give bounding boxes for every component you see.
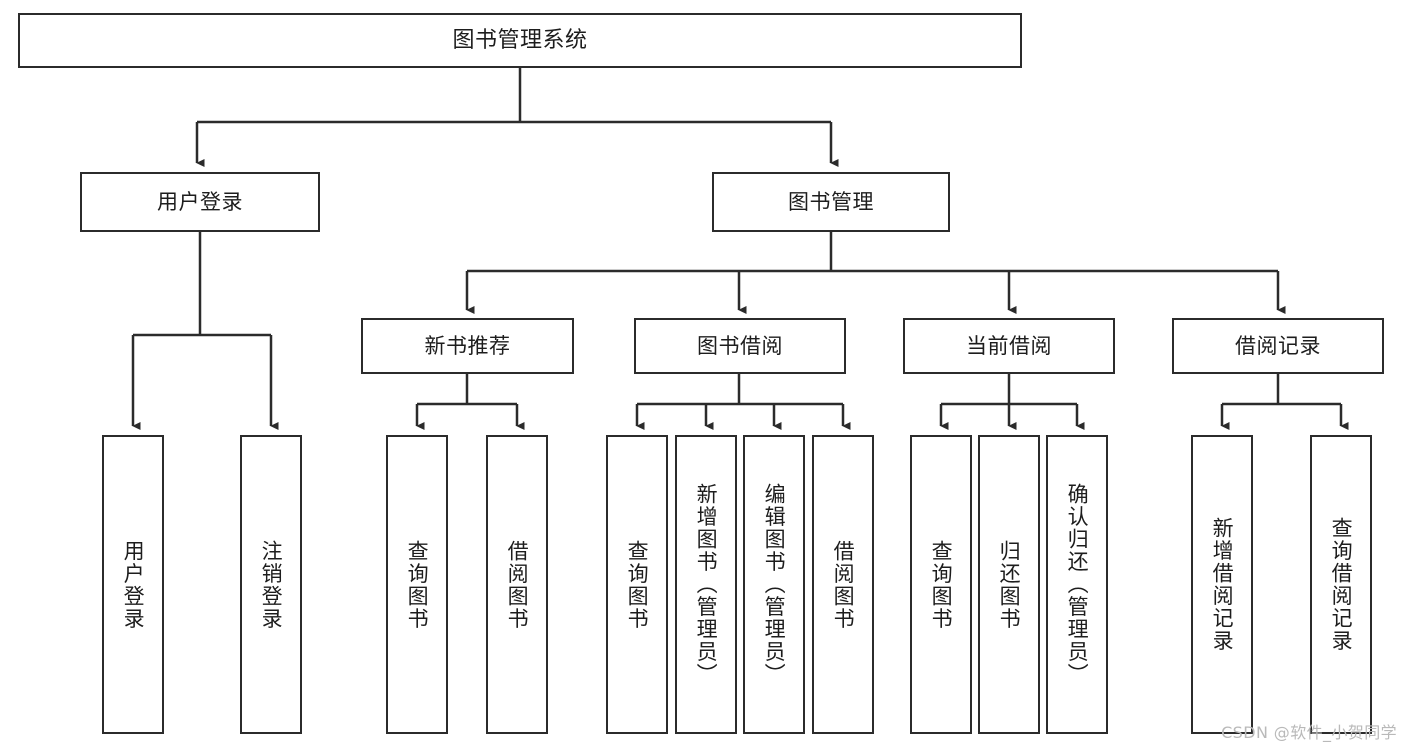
leaf-query-record[interactable]: 查询借阅记录 [1310, 435, 1372, 734]
node-label: 图书管理 [788, 189, 874, 214]
node-root-system[interactable]: 图书管理系统 [18, 13, 1022, 68]
leaf-confirm-return[interactable]: 确认归还（管理员） [1046, 435, 1108, 734]
node-label: 查询图书 [929, 539, 954, 630]
node-user-login[interactable]: 用户登录 [80, 172, 320, 232]
leaf-add-book[interactable]: 新增图书（管理员） [675, 435, 737, 734]
node-book-manage[interactable]: 图书管理 [712, 172, 950, 232]
node-label: 注销登录 [259, 539, 284, 630]
node-new-book-recommend[interactable]: 新书推荐 [361, 318, 574, 374]
node-label: 编辑图书（管理员） [762, 483, 787, 686]
node-label: 借阅记录 [1235, 333, 1321, 358]
node-label: 确认归还（管理员） [1065, 483, 1090, 686]
node-label: 用户登录 [157, 189, 243, 214]
leaf-return-book[interactable]: 归还图书 [978, 435, 1040, 734]
node-label: 归还图书 [997, 539, 1022, 630]
node-label: 借阅图书 [831, 539, 856, 630]
node-label: 查询借阅记录 [1329, 517, 1354, 652]
node-label: 用户登录 [121, 539, 146, 630]
leaf-borrow-book-2[interactable]: 借阅图书 [812, 435, 874, 734]
leaf-query-book-1[interactable]: 查询图书 [386, 435, 448, 734]
leaf-edit-book[interactable]: 编辑图书（管理员） [743, 435, 805, 734]
leaf-query-book-2[interactable]: 查询图书 [606, 435, 668, 734]
node-current-borrow[interactable]: 当前借阅 [903, 318, 1115, 374]
leaf-add-record[interactable]: 新增借阅记录 [1191, 435, 1253, 734]
node-label: 查询图书 [405, 539, 430, 630]
node-book-borrow[interactable]: 图书借阅 [634, 318, 846, 374]
leaf-borrow-book-1[interactable]: 借阅图书 [486, 435, 548, 734]
node-label: 新增图书（管理员） [694, 483, 719, 686]
node-label: 查询图书 [625, 539, 650, 630]
leaf-query-book-3[interactable]: 查询图书 [910, 435, 972, 734]
leaf-logout[interactable]: 注销登录 [240, 435, 302, 734]
leaf-user-login[interactable]: 用户登录 [102, 435, 164, 734]
node-label: 新书推荐 [424, 333, 511, 358]
node-label: 当前借阅 [966, 333, 1052, 358]
node-label: 图书借阅 [697, 333, 783, 358]
node-label: 借阅图书 [505, 539, 530, 630]
node-borrow-record[interactable]: 借阅记录 [1172, 318, 1384, 374]
node-label: 新增借阅记录 [1210, 517, 1235, 652]
node-label: 图书管理系统 [452, 27, 588, 53]
